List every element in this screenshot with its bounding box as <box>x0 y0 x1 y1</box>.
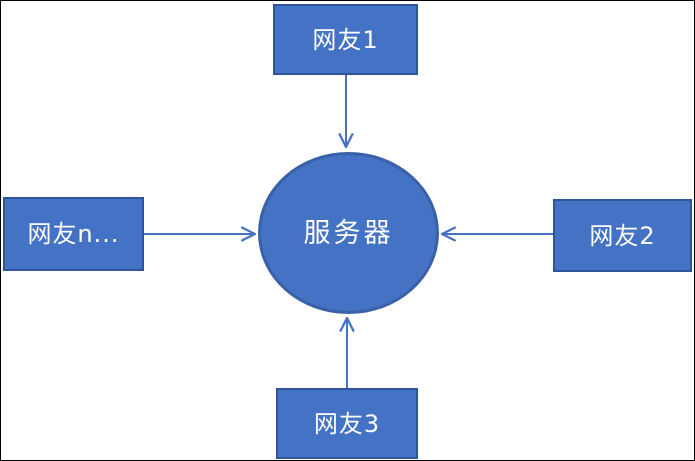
node-netizen-n: 网友n... <box>3 197 144 271</box>
node-netizen-1: 网友1 <box>273 4 418 75</box>
node-netizen-n-label: 网友n... <box>27 220 120 248</box>
node-netizen-2-label: 网友2 <box>589 221 656 250</box>
node-netizen-3: 网友3 <box>276 388 418 459</box>
node-netizen-1-label: 网友1 <box>312 25 379 54</box>
node-server: 服务器 <box>258 152 439 314</box>
node-server-label: 服务器 <box>303 217 394 249</box>
node-netizen-3-label: 网友3 <box>313 409 381 438</box>
node-netizen-2: 网友2 <box>553 199 692 272</box>
